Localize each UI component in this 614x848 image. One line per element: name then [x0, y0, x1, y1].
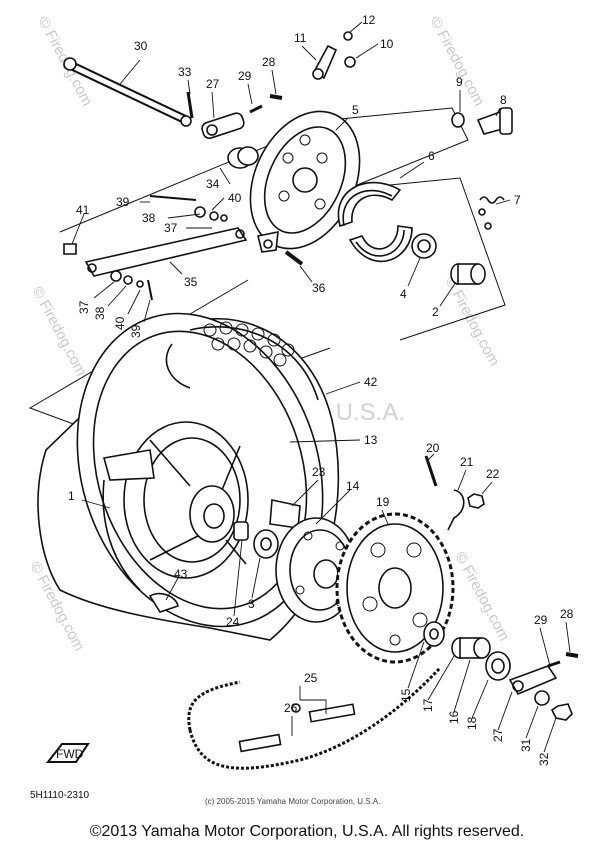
rear-sprocket [335, 512, 455, 664]
watermark-right-top: © Firedog.com [426, 14, 487, 109]
callout-30: 30 [134, 39, 148, 53]
callout-11: 11 [294, 31, 307, 45]
callout-39-top: 40 [228, 191, 242, 205]
callout-28-right: 28 [560, 607, 574, 621]
callout-2: 2 [432, 305, 439, 319]
callout-23: 23 [312, 465, 326, 479]
right-side-stack [423, 621, 579, 721]
chain-puller-left [201, 94, 283, 140]
hub-spacer [450, 263, 486, 285]
callout-40-top: 39 [116, 195, 130, 209]
callout-42: 42 [364, 375, 378, 389]
callout-34: 34 [206, 177, 220, 191]
brake-camshaft [451, 107, 513, 135]
callout-13: 13 [364, 433, 378, 447]
brake-cam-lever [312, 31, 356, 80]
diagram-small-copyright: (c) 2005-2015 Yamaha Motor Corporation, … [205, 797, 381, 806]
callout-24: 24 [226, 615, 240, 629]
callout-28: 28 [262, 55, 276, 69]
callout-29-right: 29 [534, 613, 548, 627]
drive-chain [187, 666, 442, 770]
callout-18: 18 [465, 716, 479, 730]
callout-labels: 30 33 27 29 28 11 12 10 9 8 5 6 7 34 40 … [68, 13, 574, 766]
watermark-right-mid: © Firedog.com [441, 274, 502, 369]
callout-7: 7 [514, 193, 521, 207]
callout-9: 9 [456, 75, 463, 89]
bearing-left [411, 233, 437, 259]
callout-38-top: 38 [142, 211, 156, 225]
leader-lines [71, 21, 571, 753]
axle [63, 57, 192, 127]
callout-40-bottom: 39 [129, 324, 143, 338]
callout-31: 31 [519, 738, 533, 752]
sprocket-fasteners [424, 455, 485, 531]
callout-19: 19 [376, 495, 390, 509]
callout-8: 8 [500, 93, 507, 107]
wheel-bracket [148, 592, 179, 613]
callout-10: 10 [380, 37, 394, 51]
callout-14: 14 [346, 479, 360, 493]
callout-33: 33 [178, 65, 192, 79]
callout-36: 36 [312, 281, 326, 295]
callout-26: 26 [284, 701, 298, 715]
callout-15: 15 [399, 688, 413, 702]
rear-wheel-parts-diagram: © Firedog.com © Firedog.com © Firedog.co… [26, 13, 579, 770]
callout-12: 12 [362, 13, 376, 27]
callout-41: 41 [76, 203, 90, 217]
wheel-hub [102, 421, 249, 591]
callout-22: 22 [486, 467, 500, 481]
callout-35: 35 [184, 275, 198, 289]
callout-32: 32 [537, 752, 551, 766]
watermark-right-low: © Firedog.com [451, 549, 512, 644]
hub-damper [233, 499, 301, 559]
callout-16: 16 [447, 710, 461, 724]
callout-38-bottom: 38 [93, 306, 107, 320]
brake-spring [478, 196, 505, 230]
callout-43: 43 [174, 567, 188, 581]
callout-4: 4 [400, 287, 407, 301]
callout-3: 3 [248, 597, 255, 611]
callout-37-top: 37 [164, 221, 178, 235]
callout-20: 20 [426, 441, 440, 455]
footer-copyright: ©2013 Yamaha Motor Corporation, U.S.A. A… [89, 823, 525, 840]
callout-27: 27 [206, 77, 220, 91]
collar [227, 146, 259, 169]
callout-1: 1 [68, 489, 75, 503]
callout-6: 6 [428, 149, 435, 163]
diagram-part-code: 5H1110-2310 [30, 790, 90, 801]
callout-25: 25 [304, 671, 318, 685]
stopper-bolt [284, 250, 304, 266]
callout-27-right: 27 [491, 728, 505, 742]
callout-5: 5 [352, 103, 359, 117]
callout-39-bottom: 40 [113, 316, 127, 330]
cotter-pin [186, 91, 194, 119]
callout-29: 29 [238, 69, 252, 83]
brake-shoes [337, 181, 413, 263]
callout-21: 21 [460, 455, 474, 469]
brake-shoe-plate [249, 110, 361, 253]
watermark-left-mid: © Firedog.com [28, 284, 89, 379]
front-marker-label: FWD [56, 747, 84, 761]
tire-tread [203, 321, 295, 367]
front-direction-marker: FWD [45, 743, 90, 763]
callout-17: 17 [421, 698, 435, 712]
callout-37-bottom: 37 [77, 300, 91, 314]
